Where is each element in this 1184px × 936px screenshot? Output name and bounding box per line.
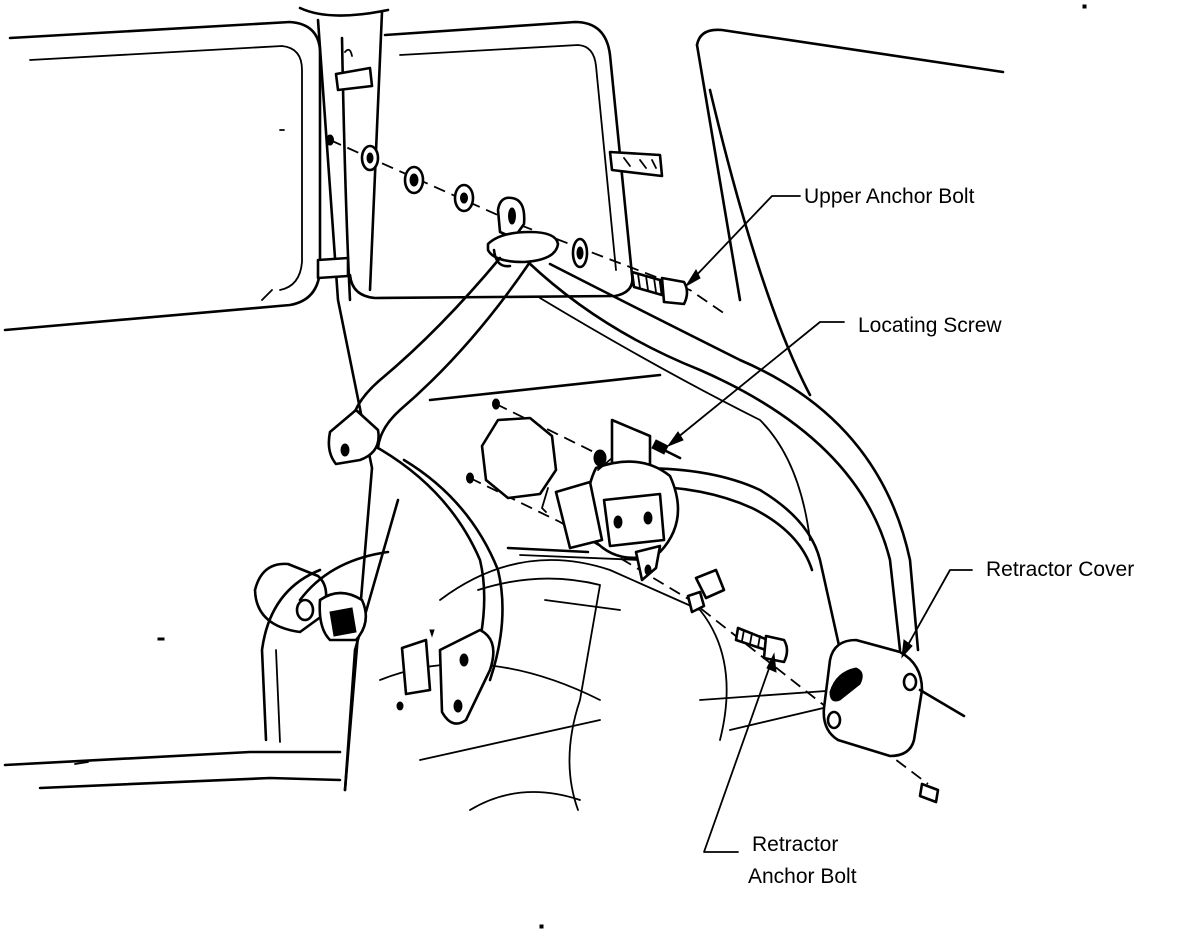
retractor-anchor-bolt [734, 626, 789, 664]
wheel-well [343, 373, 901, 811]
buckle-assembly [253, 550, 390, 743]
label-locating-screw: Locating Screw [858, 314, 1002, 337]
body-side-panel [3, 750, 342, 790]
retractor-assembly [466, 398, 929, 785]
trim-clips [316, 48, 664, 280]
locating-screw [651, 439, 682, 460]
label-retractor-anchor-bolt-line2: Anchor Bolt [748, 865, 857, 888]
label-retractor-cover: Retractor Cover [986, 558, 1135, 581]
label-upper-anchor-bolt: Upper Anchor Bolt [804, 185, 975, 208]
upper-anchor-assembly [326, 134, 729, 317]
leader-retractor-anchor-bolt [703, 659, 773, 853]
right-window-outline [695, 28, 1005, 397]
scan-specks [157, 4, 1087, 929]
left-window-outline [3, 20, 322, 332]
retractor-cover [822, 638, 966, 804]
leader-upper-anchor-bolt [689, 195, 801, 283]
callout-leaders [666, 195, 973, 853]
leader-locating-screw [671, 321, 845, 443]
leader-retractor-cover [903, 569, 973, 653]
lap-belt [327, 408, 504, 725]
label-retractor-anchor-bolt-line1: Retractor [752, 833, 839, 856]
